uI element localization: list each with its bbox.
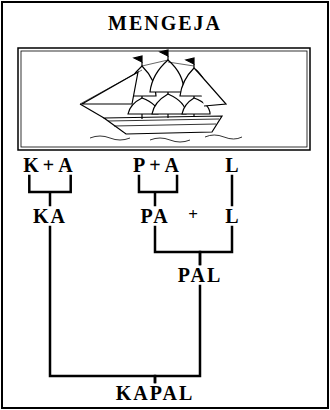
syllable-node: K+A [22, 154, 77, 176]
syllable-node: PAL [177, 264, 224, 286]
syllable-node: KAPAL [115, 382, 196, 404]
joining-line [155, 286, 200, 382]
syllable-node: L [224, 154, 239, 176]
syllable-text: PAL [178, 264, 223, 286]
syllable-node: PA [139, 205, 170, 227]
joining-line [139, 176, 177, 205]
outer-frame [2, 2, 328, 408]
syllable-node: P+A [132, 154, 184, 176]
joining-line [231, 176, 234, 205]
ship-illustration [80, 50, 242, 142]
syllable-text: P+A [133, 154, 183, 176]
diagram-title: MENGEJA [108, 12, 222, 34]
plus-sign: + [188, 206, 198, 225]
syllable-text: L [225, 154, 238, 176]
syllable-text: KAPAL [116, 382, 195, 404]
picture-frame-inner [21, 51, 307, 147]
joining-line [50, 227, 155, 382]
joining-line [29, 176, 70, 205]
syllable-text: KA [33, 205, 67, 227]
picture-frame [18, 48, 310, 150]
joining-line [155, 227, 200, 264]
syllable-node: KA [32, 205, 68, 227]
joining-line [200, 227, 232, 264]
syllable-text: L [225, 205, 238, 227]
syllable-text: PA [140, 205, 169, 227]
syllable-text: K+A [23, 154, 76, 176]
syllable-node: L [224, 205, 239, 227]
